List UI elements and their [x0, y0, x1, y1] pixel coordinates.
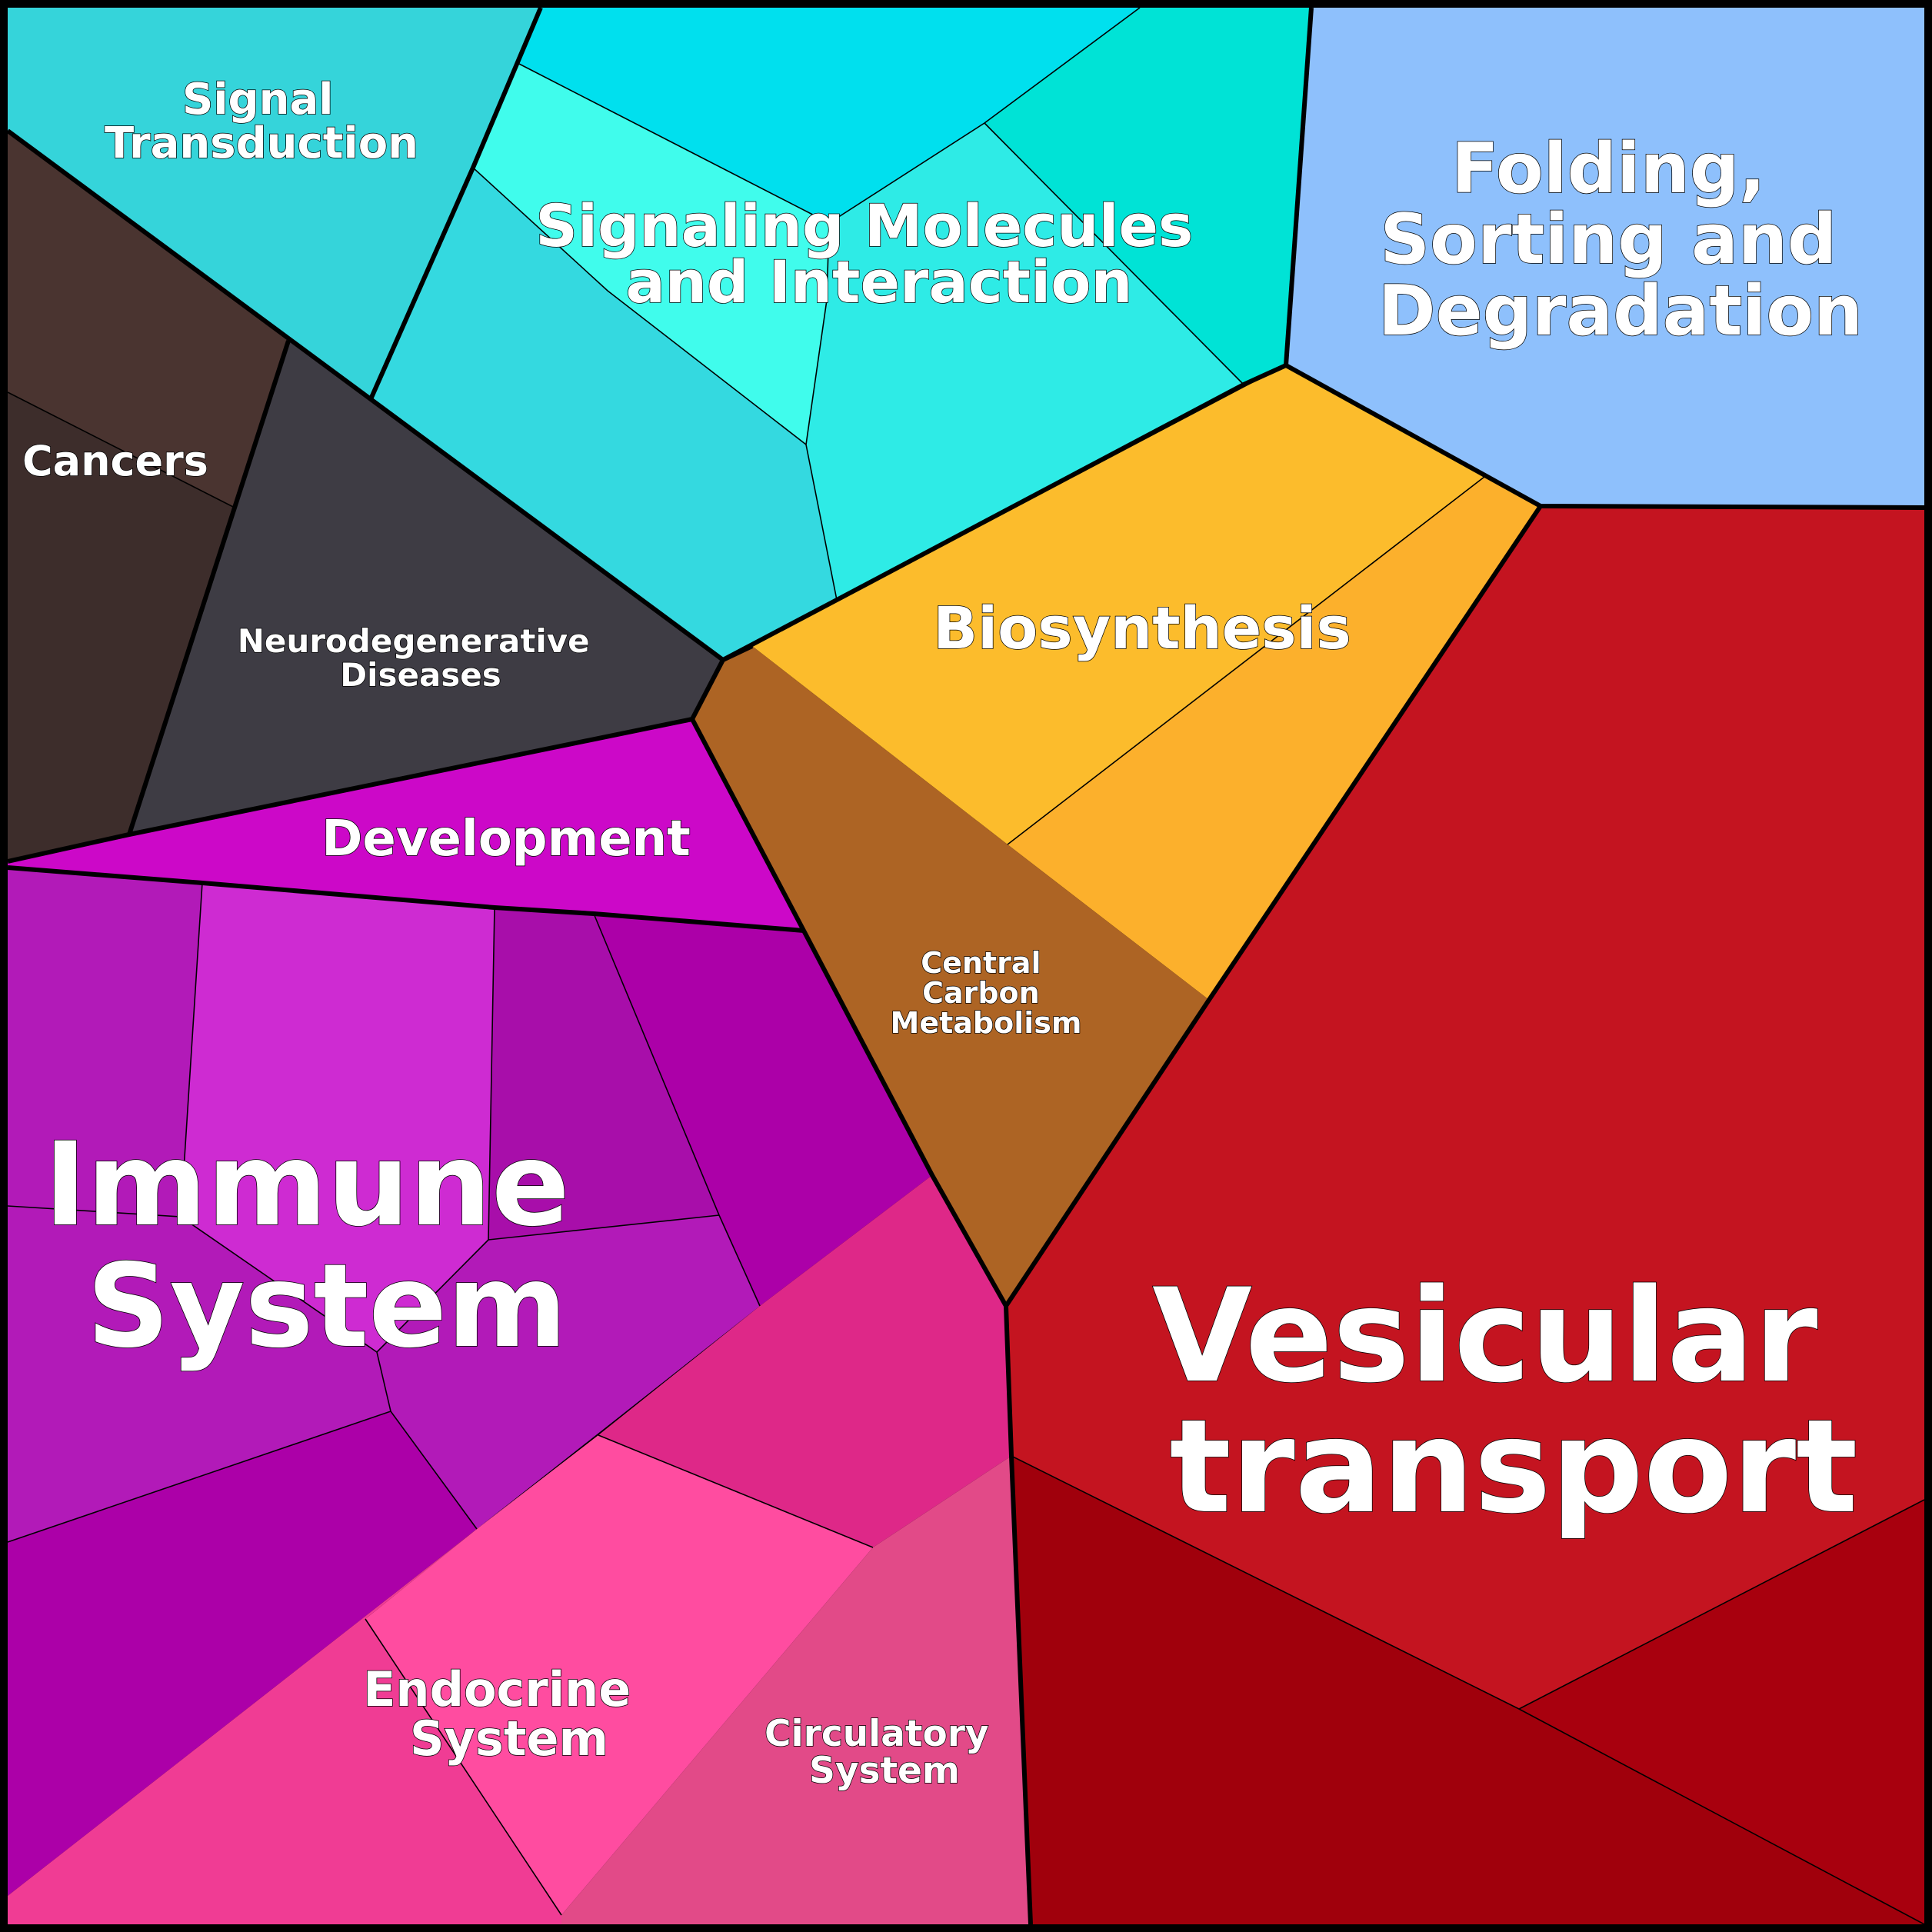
- label-vesicular-transport: Vesicular transport: [1152, 1261, 1863, 1542]
- label-central-carbon: Central Carbon Metabolism: [891, 946, 1082, 1040]
- cell-signaling-center: [806, 123, 1244, 600]
- cell-vesicular-dark: [1011, 1456, 1924, 1924]
- cell-vesicular-main: [1006, 506, 1924, 1709]
- cell-immune-bottom: [8, 1411, 477, 1896]
- label-circulatory-system: Circulatory System: [764, 1713, 1001, 1792]
- cell-pink-upper: [598, 1175, 1011, 1547]
- cell-immune-upper-left: [8, 868, 202, 1217]
- labels: Signal Transduction Signaling Molecules …: [22, 74, 1864, 1793]
- cell-immune-upper-right: [594, 914, 932, 1306]
- label-biosynthesis: Biosynthesis: [933, 594, 1351, 662]
- label-folding: Folding, Sorting and Degradation: [1378, 128, 1863, 351]
- cell-central-carbon: [692, 646, 1209, 1306]
- label-cancers: Cancers: [22, 437, 208, 485]
- cell-signaling-lower-left: [371, 168, 837, 660]
- cell-immune-upper-mid: [488, 908, 719, 1240]
- cell-immune-light: [181, 883, 495, 1352]
- cell-neurodegenerative: [129, 341, 723, 834]
- cell-immune-mid-right: [377, 1215, 760, 1529]
- label-endocrine-system: Endocrine System: [363, 1661, 648, 1767]
- cell-cancers-bottom: [8, 392, 235, 861]
- label-neurodegenerative: Neurodegenerative Diseases: [238, 622, 601, 694]
- cell-vesicular-dark2: [1519, 1500, 1924, 1924]
- cell-signaling-right-top: [984, 8, 1311, 385]
- cell-signal-transduction: [8, 8, 541, 399]
- label-signal-transduction: Signal Transduction: [105, 75, 418, 168]
- cell-circulatory: [561, 1456, 1031, 1924]
- label-signaling-molecules: Signaling Molecules and Interaction: [535, 192, 1214, 316]
- label-immune-system: Immune System: [44, 1118, 610, 1374]
- cell-biosynthesis-left: [752, 365, 1484, 844]
- cell-biosynthesis-right: [1008, 477, 1541, 1000]
- sub-boundaries: [7, 7, 1925, 1925]
- main-boundaries: [6, 6, 1925, 1925]
- cell-endocrine-light: [365, 1435, 873, 1915]
- cell-signaling-top: [518, 8, 1140, 223]
- label-development: Development: [321, 811, 691, 868]
- cell-endocrine-mid: [8, 1529, 561, 1924]
- cell-cancers-top: [8, 131, 288, 508]
- cell-immune-mid-left: [8, 1206, 391, 1542]
- cell-folding: [1286, 8, 1924, 508]
- cell-development: [8, 719, 804, 931]
- cell-signaling-left-light: [473, 63, 829, 445]
